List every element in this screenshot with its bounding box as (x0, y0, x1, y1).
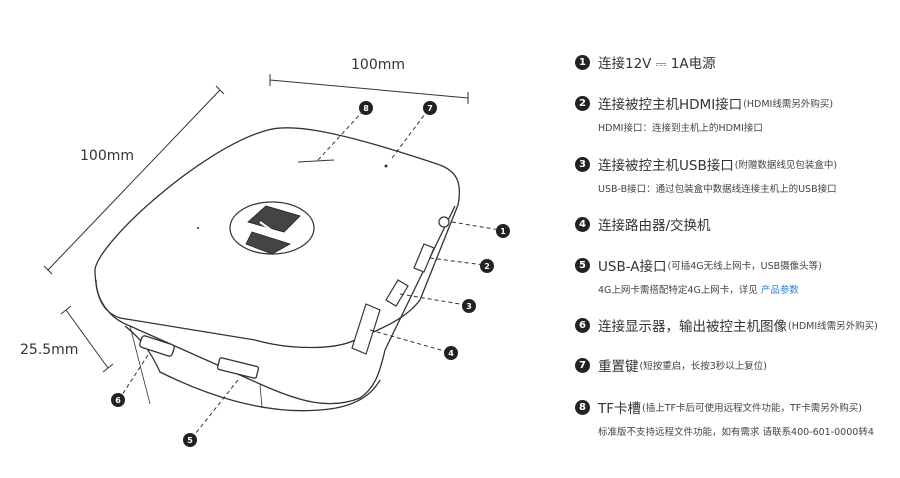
usb-a-port (216, 357, 260, 379)
legend-sub: 标准版不支持远程文件功能，如有需求 请联系400-601-0000转4 (598, 427, 874, 438)
callout-1: 1 (496, 224, 510, 238)
status-led (197, 227, 199, 229)
svg-text:2: 2 (484, 262, 490, 271)
ethernet-port (351, 303, 381, 355)
svg-text:1: 1 (500, 227, 506, 236)
legend-note: (附赠数据线见包装盒中) (734, 160, 838, 171)
legend-item-1: 1 连接12V ⎓ 1A电源 (575, 52, 895, 72)
callout-2: 2 (480, 259, 494, 273)
device-body (94, 127, 461, 412)
legend-item-6: 6 连接显示器，输出被控主机图像 (HDMI线需另外购买) (575, 315, 895, 335)
callout-5: 5 (183, 433, 197, 447)
legend-badge: 2 (575, 95, 590, 111)
top-logo (229, 201, 315, 255)
legend-note: (短按重启，长按3秒以上复位) (639, 361, 767, 372)
device-diagram: 100mm 100mm 25.5mm (20, 57, 510, 447)
callout-6: 6 (111, 393, 125, 407)
svg-text:5: 5 (187, 436, 193, 445)
legend-item-8: 8 TF卡槽 (插上TF卡后可使用远程文件功能，TF卡需另外购买) 标准版不支持… (575, 397, 895, 438)
dimension-lines (43, 74, 469, 373)
svg-text:3: 3 (466, 302, 472, 311)
legend-badge: 4 (575, 216, 590, 232)
callout-leaders (119, 109, 501, 439)
callout-7: 7 (423, 101, 437, 115)
legend-badge: 7 (575, 357, 590, 373)
legend-title: TF卡槽 (598, 401, 642, 417)
legend-badge: 5 (575, 257, 590, 273)
legend-sub: HDMI接口：连接到主机上的HDMI接口 (598, 123, 763, 134)
legend-item-7: 7 重置键 (短按重启，长按3秒以上复位) (575, 355, 895, 375)
depth-label: 100mm (80, 148, 134, 164)
depth-dimension-line (43, 85, 225, 275)
legend-title: 连接被控主机USB接口 (598, 158, 734, 174)
legend-item-2: 2 连接被控主机HDMI接口 (HDMI线需另外购买) HDMI接口：连接到主机… (575, 93, 895, 134)
svg-text:4: 4 (448, 349, 454, 358)
legend-sub-text: 4G上网卡需搭配特定4G上网卡，详见 (598, 285, 761, 296)
legend-title: 连接显示器，输出被控主机图像 (598, 319, 787, 335)
svg-text:8: 8 (363, 104, 369, 113)
power-port (438, 216, 450, 228)
legend-badge: 1 (575, 54, 590, 70)
legend-badge: 6 (575, 317, 590, 333)
legend-title: 连接12V ⎓ 1A电源 (598, 56, 716, 72)
legend-title: 连接路由器/交换机 (598, 218, 711, 234)
legend-title: 连接被控主机HDMI接口 (598, 97, 743, 113)
legend-sub: USB-B接口：通过包装盒中数据线连接主机上的USB接口 (598, 184, 837, 195)
side-ports (351, 216, 450, 355)
callout-3: 3 (462, 299, 476, 313)
legend-item-3: 3 连接被控主机USB接口 (附赠数据线见包装盒中) USB-B接口：通过包装盒… (575, 154, 895, 195)
legend-note: (HDMI线需另外购买) (743, 99, 834, 110)
legend-badge: 3 (575, 156, 590, 172)
callout-4: 4 (444, 346, 458, 360)
legend-badge: 8 (575, 399, 590, 415)
legend-title: 重置键 (598, 359, 639, 375)
width-dimension-line (269, 74, 469, 104)
hdmi-out-port (139, 335, 175, 357)
legend-note: (可插4G无线上网卡，USB摄像头等) (667, 261, 822, 272)
usb-b-port (385, 279, 409, 307)
callout-8: 8 (359, 101, 373, 115)
height-label: 25.5mm (20, 342, 78, 358)
product-params-link[interactable]: 产品参数 (760, 285, 799, 296)
width-label: 100mm (351, 57, 405, 73)
reset-hole (384, 164, 388, 168)
legend-sub-with-link: 4G上网卡需搭配特定4G上网卡，详见 产品参数 (598, 282, 895, 296)
front-ports (139, 335, 260, 379)
svg-text:6: 6 (115, 396, 121, 405)
height-dimension-line (60, 305, 114, 373)
legend-item-4: 4 连接路由器/交换机 (575, 214, 895, 234)
legend-note: (HDMI线需另外购买) (788, 321, 878, 332)
legend-note: (插上TF卡后可使用远程文件功能，TF卡需另外购买) (642, 403, 862, 414)
legend-title: USB-A接口 (598, 259, 667, 275)
legend-item-5: 5 USB-A接口 (可插4G无线上网卡，USB摄像头等) 4G上网卡需搭配特定… (575, 255, 895, 296)
hdmi-in-port (413, 243, 435, 273)
tf-slot (297, 159, 335, 163)
svg-text:7: 7 (427, 104, 433, 113)
